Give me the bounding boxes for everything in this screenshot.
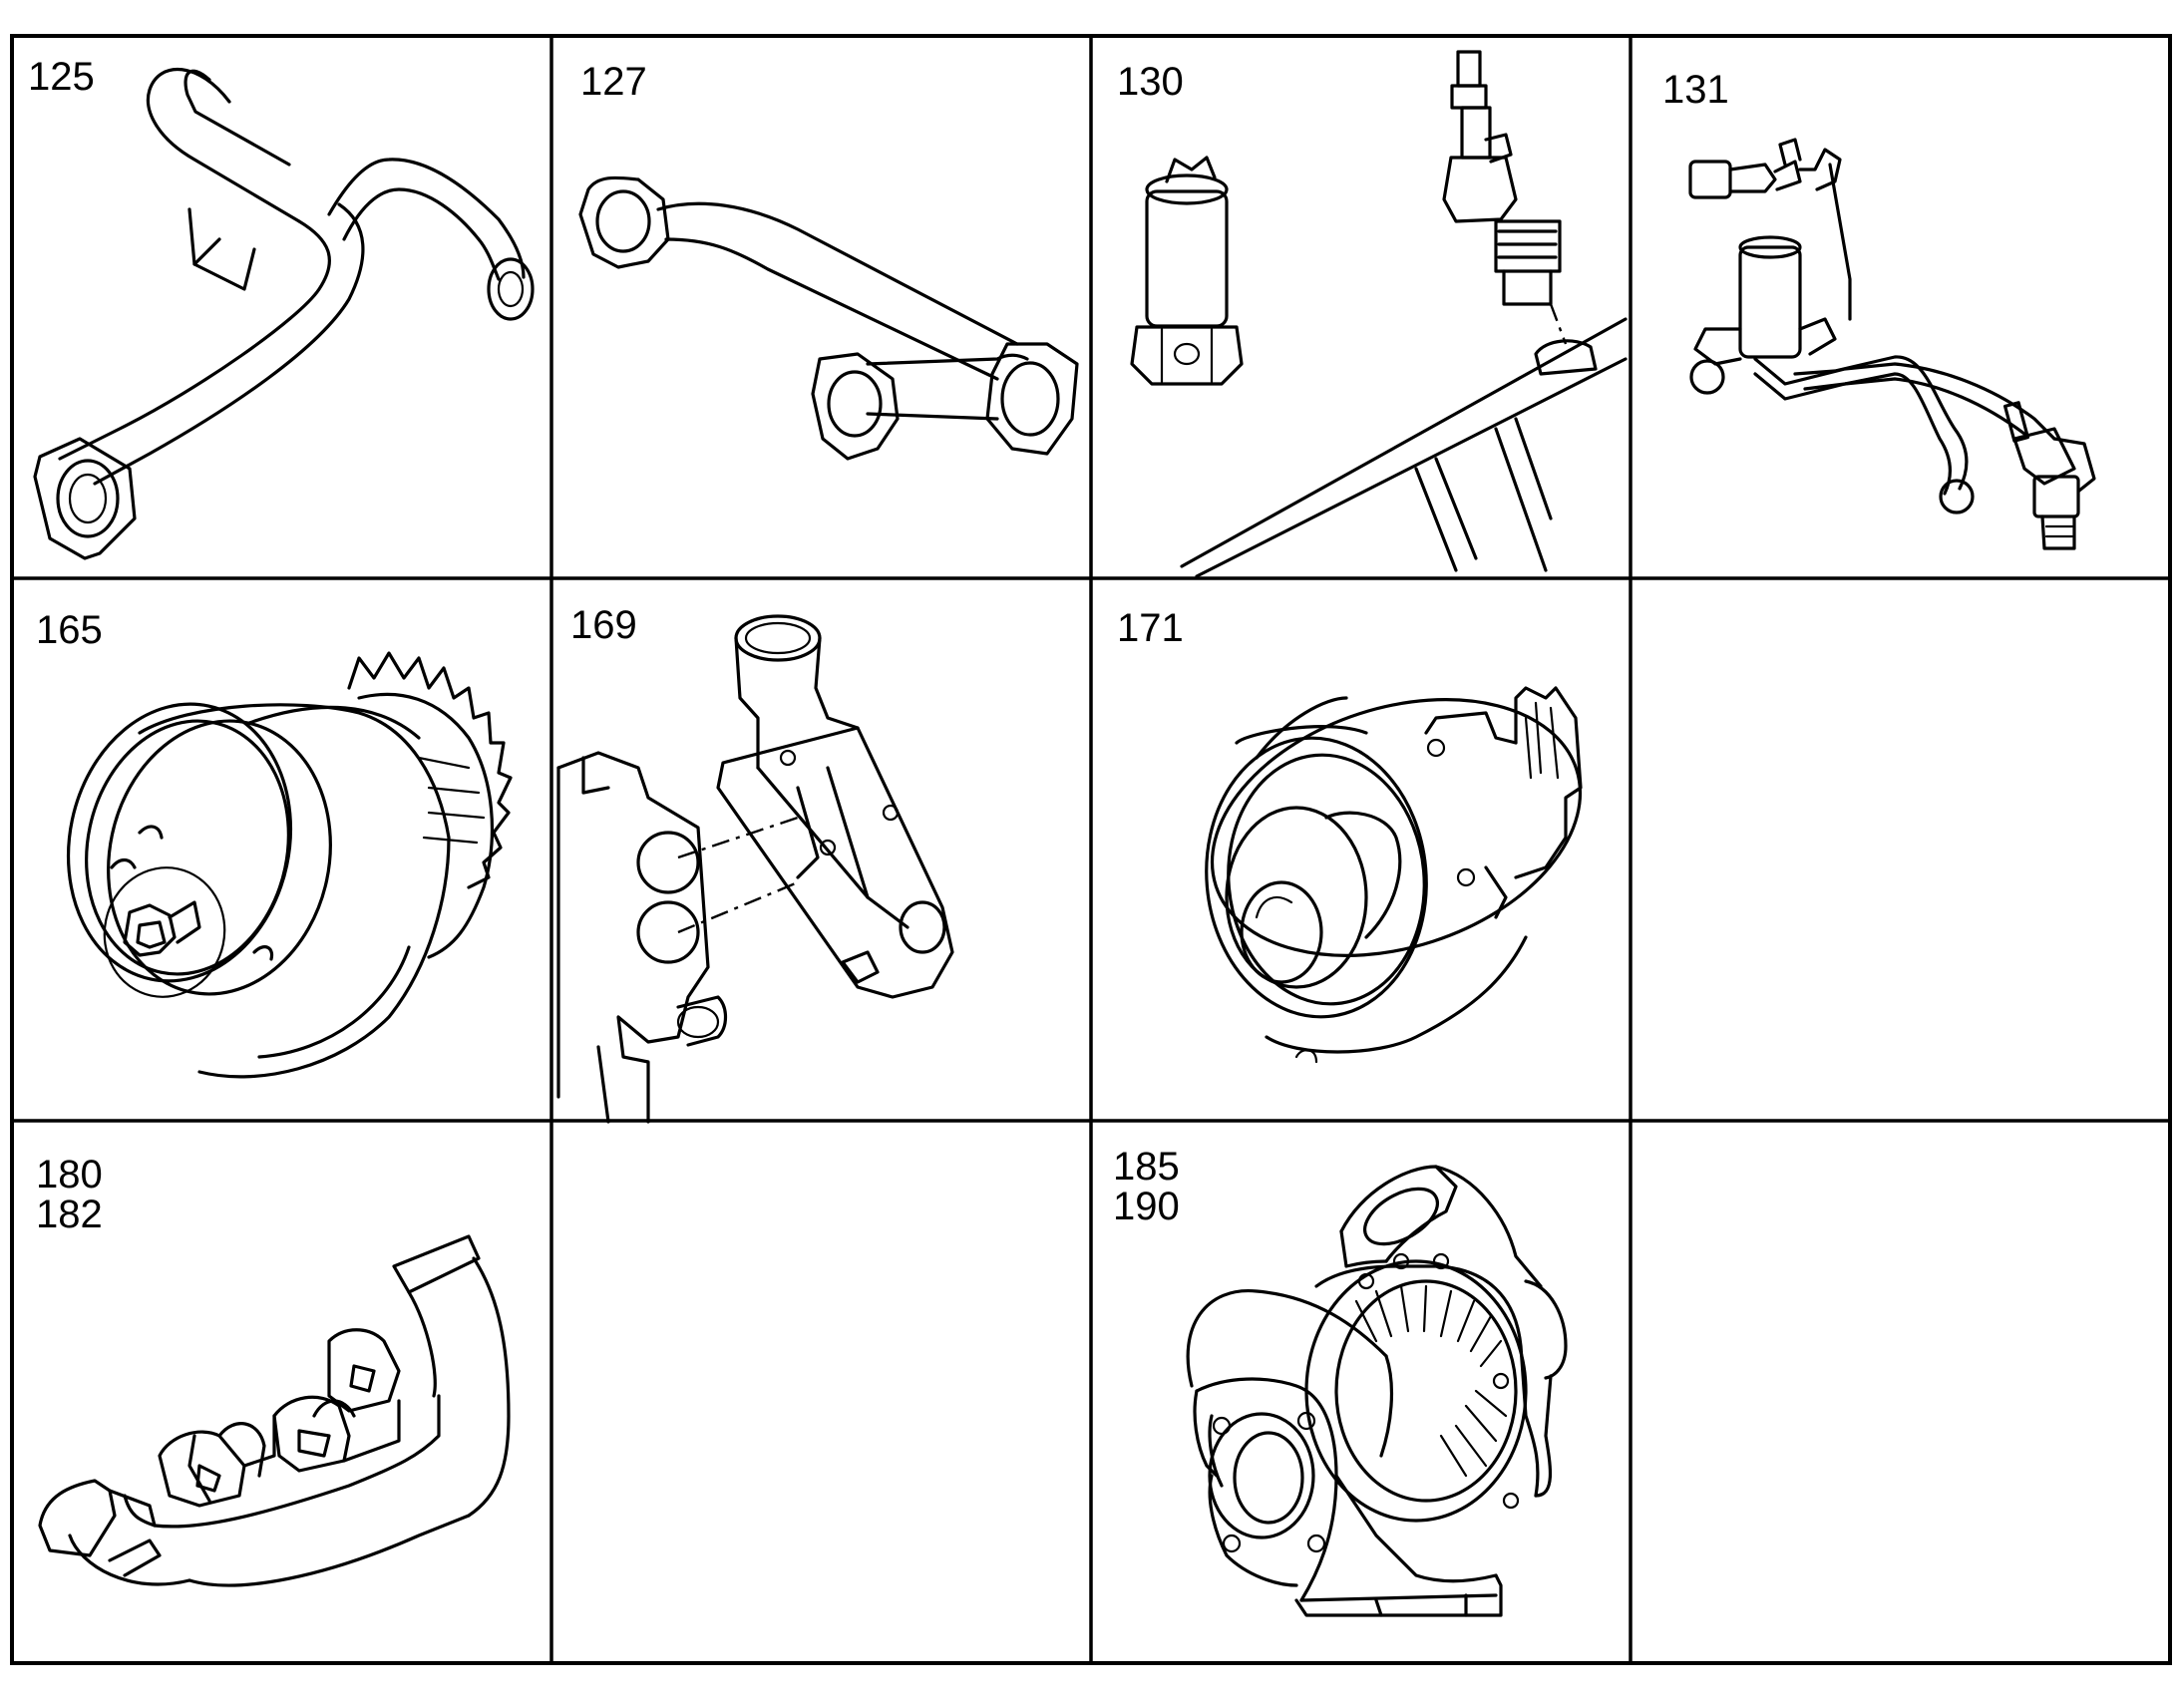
- exhaust-pipe-illustration: [578, 175, 1079, 461]
- thermostat-housing-illustration: [556, 614, 954, 1124]
- callout-185-190: 185 190: [1113, 1145, 1180, 1228]
- callout-125: 125: [28, 55, 95, 99]
- callout-130: 130: [1117, 60, 1184, 104]
- y-pipe-illustration: [33, 68, 535, 560]
- injector-illustration: [1130, 50, 1628, 578]
- injection-lines-illustration: [1688, 138, 2096, 550]
- water-pump-illustration: [1205, 686, 1583, 1064]
- exhaust-manifold-illustration: [38, 1234, 511, 1587]
- callout-180-182: 180 182: [36, 1153, 103, 1236]
- fan-pulley-illustration: [66, 651, 513, 1079]
- callout-165: 165: [36, 608, 103, 652]
- callout-127: 127: [580, 60, 647, 104]
- callout-131: 131: [1662, 68, 1729, 112]
- turbocharger-illustration: [1186, 1165, 1568, 1617]
- callout-171: 171: [1117, 606, 1184, 650]
- callout-169: 169: [570, 603, 637, 647]
